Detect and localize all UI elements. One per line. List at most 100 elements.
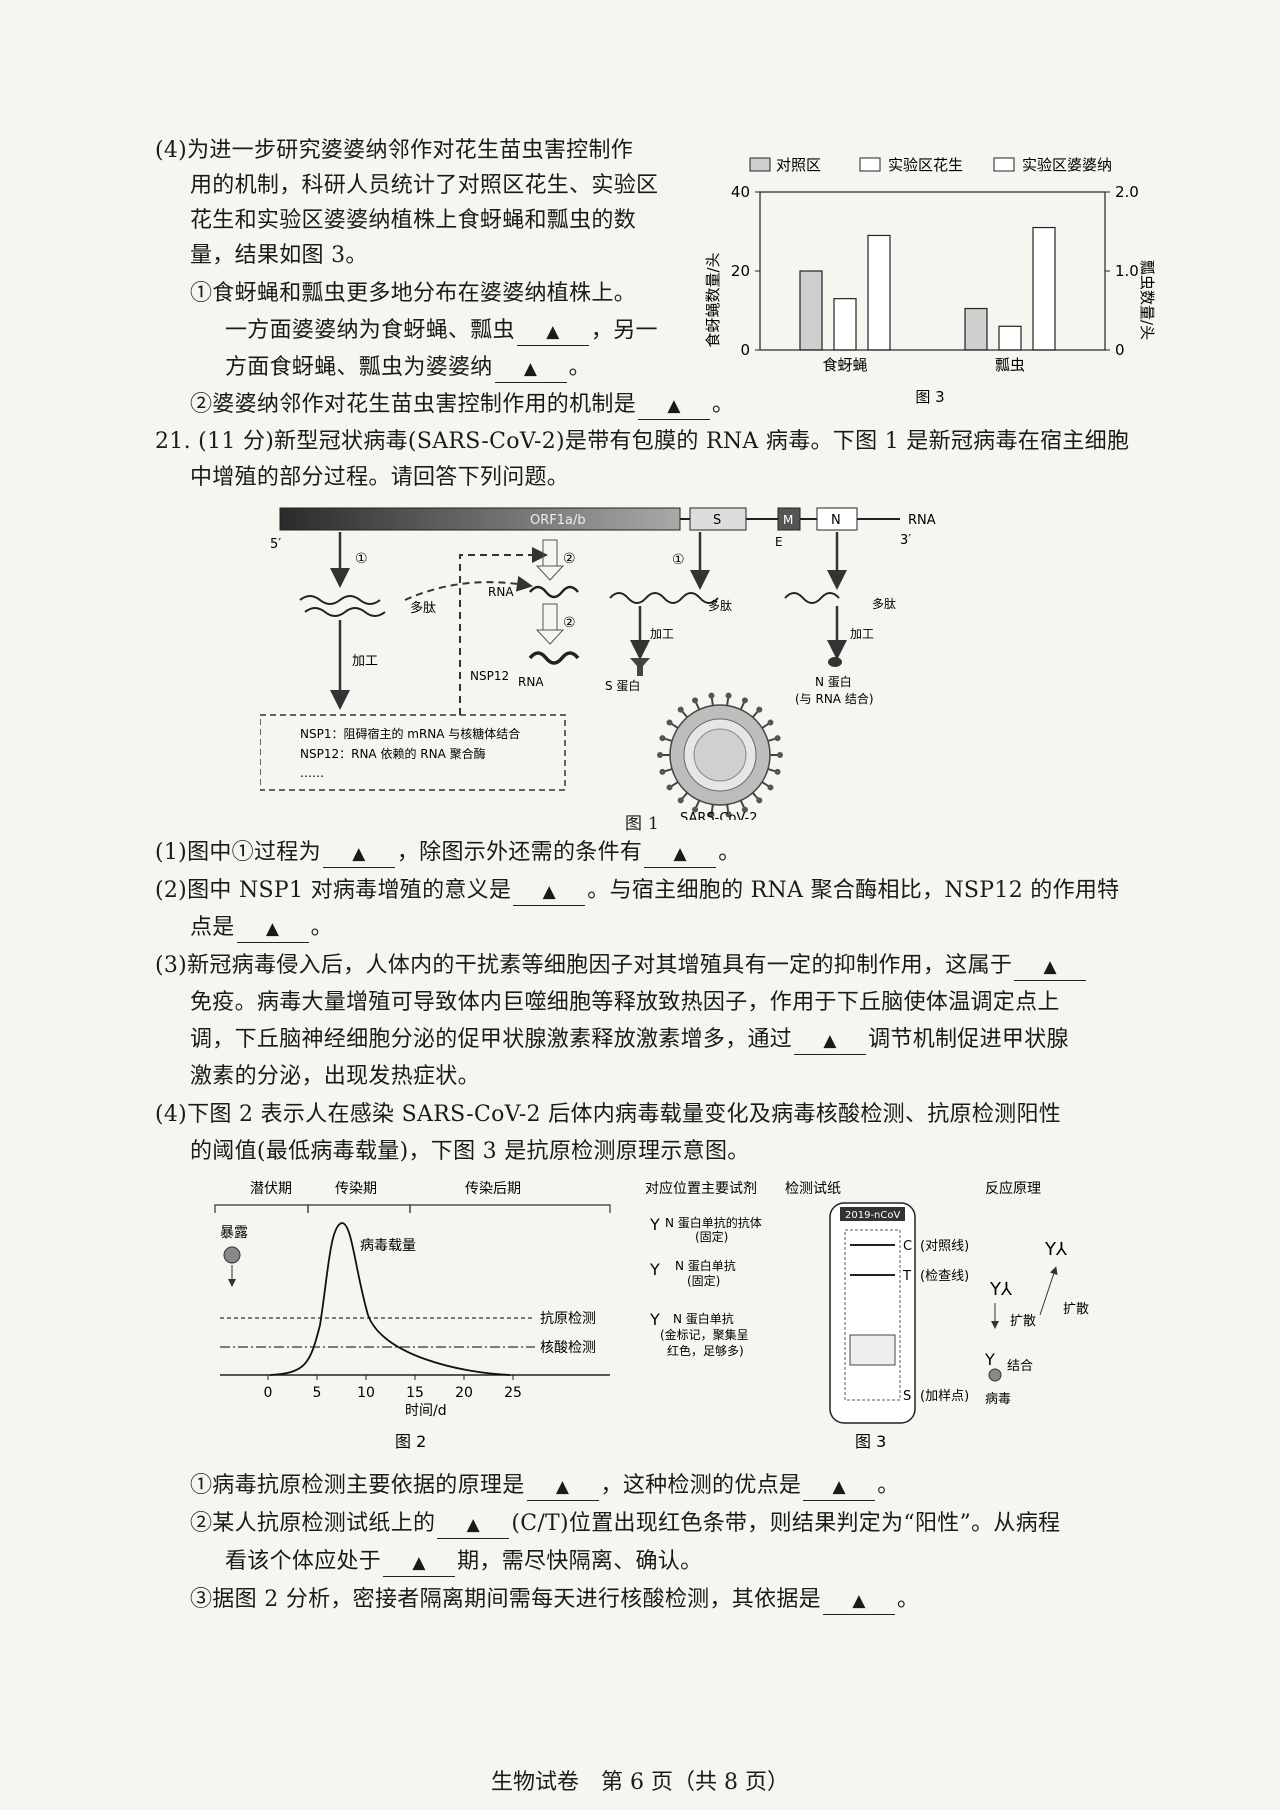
q21-p3-line1: (3)新冠病毒侵入后，人体内的干扰素等细胞因子对其增殖具有一定的抑制作用，这属于… bbox=[155, 950, 1088, 982]
circle-2b: ② bbox=[563, 615, 576, 631]
q21-s1: ①病毒抗原检测主要依据的原理是▲，这种检测的优点是▲。 bbox=[190, 1470, 900, 1502]
rna-label-top: RNA bbox=[908, 513, 936, 528]
legend-swatch-control bbox=[749, 157, 771, 172]
legend-label-peanut: 实验区花生 bbox=[888, 156, 963, 174]
q21-p4-line1: (4)下图 2 表示人在感染 SARS-CoV-2 后体内病毒载量变化及病毒核酸… bbox=[155, 1102, 1062, 1127]
q21-p2-line1: (2)图中 NSP1 对病毒增殖的意义是▲。与宿主细胞的 RNA 聚合酶相比，N… bbox=[155, 875, 1119, 907]
virus-icon bbox=[223, 1246, 241, 1264]
answer-blank: ▲ bbox=[494, 355, 567, 383]
chart-legend: 对照区 实验区花生 实验区婆婆纳 bbox=[749, 156, 1112, 174]
reagent2-note: (固定) bbox=[687, 1273, 720, 1288]
orf1ab-segment bbox=[279, 507, 681, 531]
t-line-label: (检查线) bbox=[920, 1269, 969, 1284]
phase-latent: 潜伏期 bbox=[250, 1181, 292, 1197]
antibody-icon-2: Y bbox=[649, 1260, 660, 1279]
phase-infectious: 传染期 bbox=[335, 1181, 377, 1197]
page-footer: 生物试卷 第 6 页（共 8 页） bbox=[491, 1770, 789, 1795]
diffuse-label-2: 扩散 bbox=[1063, 1302, 1089, 1317]
process-label-s: 加工 bbox=[650, 627, 674, 641]
antigen-threshold-label: 抗原检测 bbox=[540, 1311, 596, 1327]
s-protein-icon bbox=[630, 658, 650, 676]
polypeptide-s bbox=[609, 592, 719, 604]
reaction-icon-top: Y⅄ bbox=[1044, 1239, 1068, 1260]
y-tick-left: 40 bbox=[731, 183, 750, 201]
bar-0-0 bbox=[799, 270, 823, 351]
reagent3-note2: 红色，足够多) bbox=[667, 1343, 744, 1358]
reaction-icon-mid: Y⅄ bbox=[989, 1279, 1013, 1300]
e-label: E bbox=[775, 535, 783, 549]
s-label: S bbox=[713, 513, 721, 528]
open-arrow-2a bbox=[542, 539, 558, 567]
col-reagent-header: 对应位置主要试剂 bbox=[645, 1180, 757, 1197]
reaction-icon-low: Y bbox=[984, 1350, 995, 1369]
q21-s2-line2: 看该个体应处于▲期，需尽快隔离、确认。 bbox=[225, 1546, 702, 1578]
t-letter: T bbox=[902, 1269, 911, 1284]
q21-p2-line2: 点是▲。 bbox=[190, 912, 333, 944]
antibody-icon-1: Y bbox=[649, 1215, 660, 1234]
bar-1-1 bbox=[998, 325, 1022, 351]
answer-blank: ▲ bbox=[437, 1511, 510, 1539]
reagent3-name: N 蛋白单抗 bbox=[673, 1311, 734, 1326]
n-protein-icon bbox=[828, 657, 842, 667]
process-label-left: 加工 bbox=[352, 654, 378, 669]
strip-brand: 2019-nCoV bbox=[845, 1210, 900, 1221]
n-protein-note: (与 RNA 结合) bbox=[795, 691, 874, 706]
sample-label: (加样点) bbox=[920, 1389, 969, 1404]
circle-1-left: ① bbox=[355, 551, 368, 567]
answer-blank: ▲ bbox=[322, 840, 395, 868]
reagent2-name: N 蛋白单抗 bbox=[675, 1258, 736, 1273]
q21-p1: (1)图中①过程为▲，除图示外还需的条件有▲。 bbox=[155, 837, 741, 869]
x-tick-label: 10 bbox=[357, 1385, 375, 1401]
nucleic-threshold-label: 核酸检测 bbox=[540, 1340, 596, 1356]
reagent3-note1: (金标记，聚集呈 bbox=[660, 1327, 749, 1342]
s-letter: S bbox=[903, 1389, 911, 1404]
n-label: N bbox=[831, 513, 841, 528]
strip-brand-bg bbox=[840, 1207, 905, 1221]
rna-label-mid: RNA bbox=[488, 585, 514, 599]
q21-p3-line2: 免疫。病毒大量增殖可导致体内巨噬细胞等释放致热因子，作用于下丘脑使体温调定点上 bbox=[190, 990, 1060, 1015]
answer-blank: ▲ bbox=[1014, 953, 1087, 981]
test-strip bbox=[829, 1202, 916, 1424]
diffuse-label-1: 扩散 bbox=[1010, 1314, 1036, 1329]
orf1ab-label: ORF1a/b bbox=[530, 513, 586, 528]
q20-p4-line1: (4)为进一步研究婆婆纳邻作对花生苗虫害控制作 bbox=[155, 138, 634, 163]
q20-p4-line3: 花生和实验区婆婆纳植株上食蚜蝇和瓢虫的数 bbox=[190, 208, 637, 233]
y-tick-right: 0 bbox=[1115, 341, 1125, 359]
virus-particle-icon bbox=[988, 1368, 1002, 1382]
polypeptide-n bbox=[784, 592, 840, 604]
virion-label: SARS-CoV-2 bbox=[680, 811, 758, 820]
q21-s2-line1: ②某人抗原检测试纸上的▲(C/T)位置出现红色条带，则结果判定为“阳性”。从病程 bbox=[190, 1508, 1060, 1540]
phase-post: 传染后期 bbox=[465, 1181, 521, 1197]
three-prime: 3′ bbox=[900, 533, 911, 548]
m-label: M bbox=[783, 513, 793, 527]
q21-p4-line2: 的阈值(最低病毒载量)，下图 3 是抗原检测原理示意图。 bbox=[190, 1139, 750, 1164]
n-protein-label: N 蛋白 bbox=[815, 674, 852, 689]
nsp12-label: NSP12 bbox=[470, 669, 509, 683]
reagent1-note: (固定) bbox=[695, 1229, 728, 1244]
y-tick-left: 0 bbox=[740, 341, 750, 359]
x-tick-label: 20 bbox=[455, 1385, 473, 1401]
answer-blank: ▲ bbox=[638, 392, 711, 420]
q21-head-line1: 21. (11 分)新型冠状病毒(SARS-CoV-2)是带有包膜的 RNA 病… bbox=[155, 429, 1130, 454]
fig2-caption: 图 2 bbox=[395, 1432, 426, 1451]
q20-s1-line1: ①食蚜蝇和瓢虫更多地分布在婆婆纳植株上。 bbox=[190, 281, 637, 306]
x-tick-label: 5 bbox=[313, 1385, 322, 1401]
answer-blank: ▲ bbox=[513, 878, 586, 906]
nsp12-desc: NSP12：RNA 依赖的 RNA 聚合酶 bbox=[300, 746, 486, 761]
rna-label-bottom: RNA bbox=[518, 675, 544, 689]
col-principle-header: 反应原理 bbox=[985, 1180, 1041, 1197]
rna-bottom-wave bbox=[528, 651, 580, 665]
viral-load-label: 病毒载量 bbox=[360, 1238, 416, 1254]
answer-blank: ▲ bbox=[644, 840, 717, 868]
bar-chart: 对照区 实验区花生 实验区婆婆纳 食蚜蝇数量/头 瓢虫数量/头 0204001.… bbox=[704, 156, 1156, 406]
polypeptide-label-s: 多肽 bbox=[708, 598, 732, 613]
bar-axes: 0204001.02.0食蚜蝇瓢虫 bbox=[731, 183, 1139, 374]
open-arrow-2b bbox=[542, 603, 558, 631]
q21-s3: ③据图 2 分析，密接者隔离期间需每天进行核酸检测，其依据是▲。 bbox=[190, 1584, 919, 1616]
n-segment bbox=[816, 507, 858, 531]
x-tick-label: 0 bbox=[264, 1385, 273, 1401]
legend-label-control: 对照区 bbox=[776, 156, 821, 174]
q20-s2: ②婆婆纳邻作对花生苗虫害控制作用的机制是▲。 bbox=[190, 389, 734, 421]
